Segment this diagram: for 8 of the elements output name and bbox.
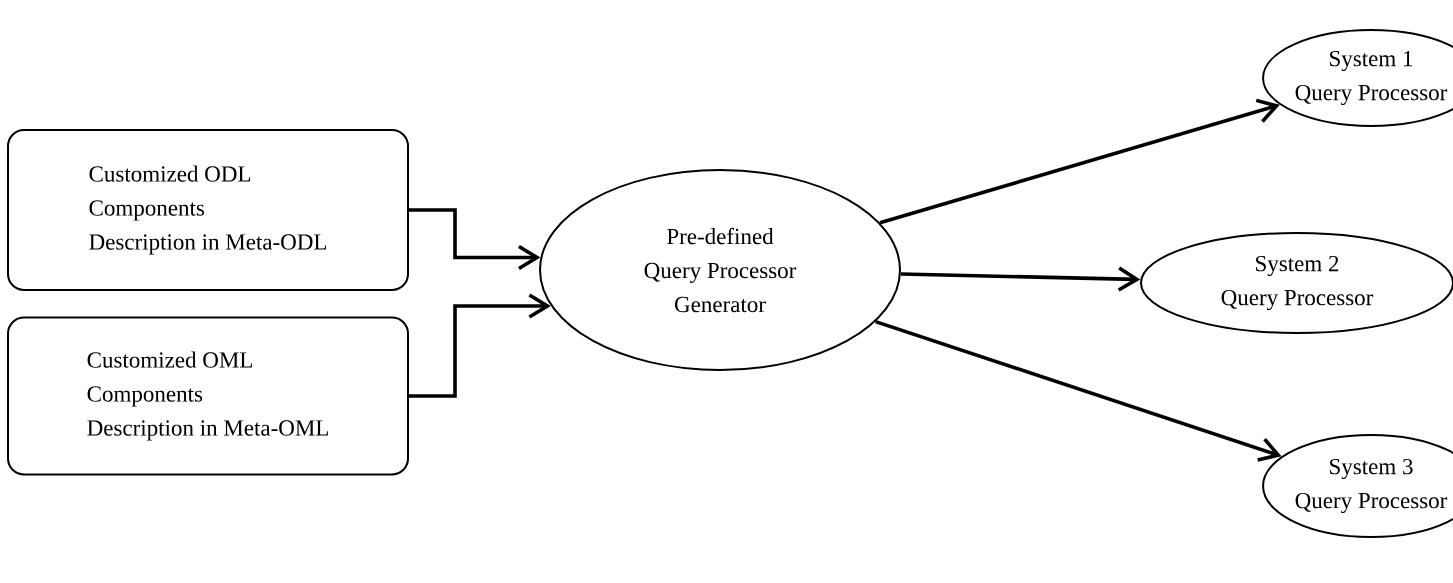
arrow bbox=[409, 293, 551, 398]
text-box: Customized OML Components Description in Meta-OML bbox=[7, 316, 409, 476]
arrow bbox=[875, 319, 1282, 462]
arrow bbox=[900, 266, 1141, 292]
arrow bbox=[879, 98, 1280, 225]
ellipse-node: Pre-defined Query Processor Generator bbox=[539, 169, 901, 371]
arrow bbox=[409, 208, 541, 270]
text-box: Customized ODL Components Description in Meta-ODL bbox=[7, 129, 409, 291]
